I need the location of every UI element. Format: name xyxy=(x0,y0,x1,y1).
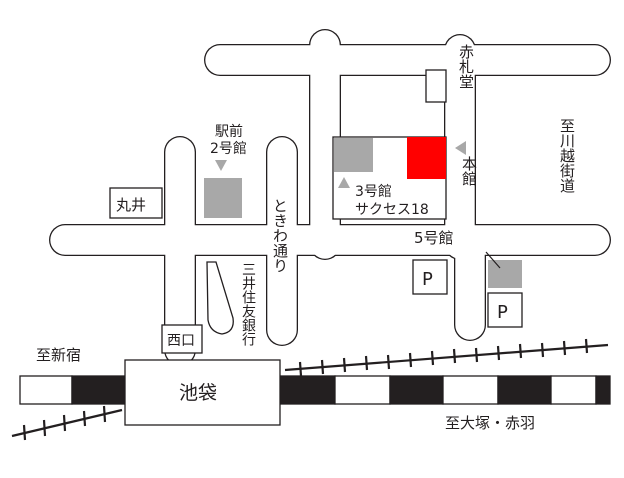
label-ekimae-2gokan: 2号館 xyxy=(210,140,247,157)
building-3gokan xyxy=(334,138,373,172)
building-ekimae-2gokan xyxy=(204,178,242,218)
label-marui: 丸井 xyxy=(116,196,146,214)
parking-label-2: P xyxy=(497,302,508,323)
building-honkan xyxy=(407,137,446,179)
label-nishiguchi: 西口 xyxy=(167,333,195,349)
label-to-otsuka-akabane: 至大塚・赤羽 xyxy=(445,414,535,432)
label-mitsui-bank: 三井住友銀行 xyxy=(240,262,256,347)
railway-east xyxy=(279,375,611,405)
parking-box-2 xyxy=(487,292,523,328)
label-ikebukuro: 池袋 xyxy=(179,382,217,404)
parking-label-1: P xyxy=(422,269,433,290)
label-5gokan: 5号館 xyxy=(414,229,454,247)
ikebukuro-station xyxy=(124,359,281,426)
nishiguchi-box xyxy=(161,324,203,354)
label-to-kawagoe-kaido: 至川越街道 xyxy=(558,118,576,193)
track-northeast xyxy=(284,338,609,377)
parking-box-1 xyxy=(412,259,448,295)
label-akafudado: 赤札堂 xyxy=(457,44,475,89)
arrow-left-icon xyxy=(455,141,466,155)
label-tokiwa-dori: ときわ通り xyxy=(271,198,289,273)
track-southwest xyxy=(11,405,123,441)
label-3gokan: 3号館 xyxy=(355,183,392,200)
building-5gokan xyxy=(488,260,522,288)
leader-line xyxy=(485,251,501,269)
roads xyxy=(49,29,611,366)
arrow-up-icon xyxy=(338,177,350,188)
marui-box xyxy=(109,187,163,219)
block-north xyxy=(425,69,447,103)
side-lane xyxy=(206,261,234,335)
label-honkan: 本館 xyxy=(460,156,478,186)
arrow-down-icon xyxy=(215,160,227,171)
label-success18: サクセス18 xyxy=(355,202,429,218)
label-to-shinjuku: 至新宿 xyxy=(36,346,81,364)
railway-west xyxy=(19,375,125,405)
label-ekimae: 駅前 xyxy=(215,123,243,140)
